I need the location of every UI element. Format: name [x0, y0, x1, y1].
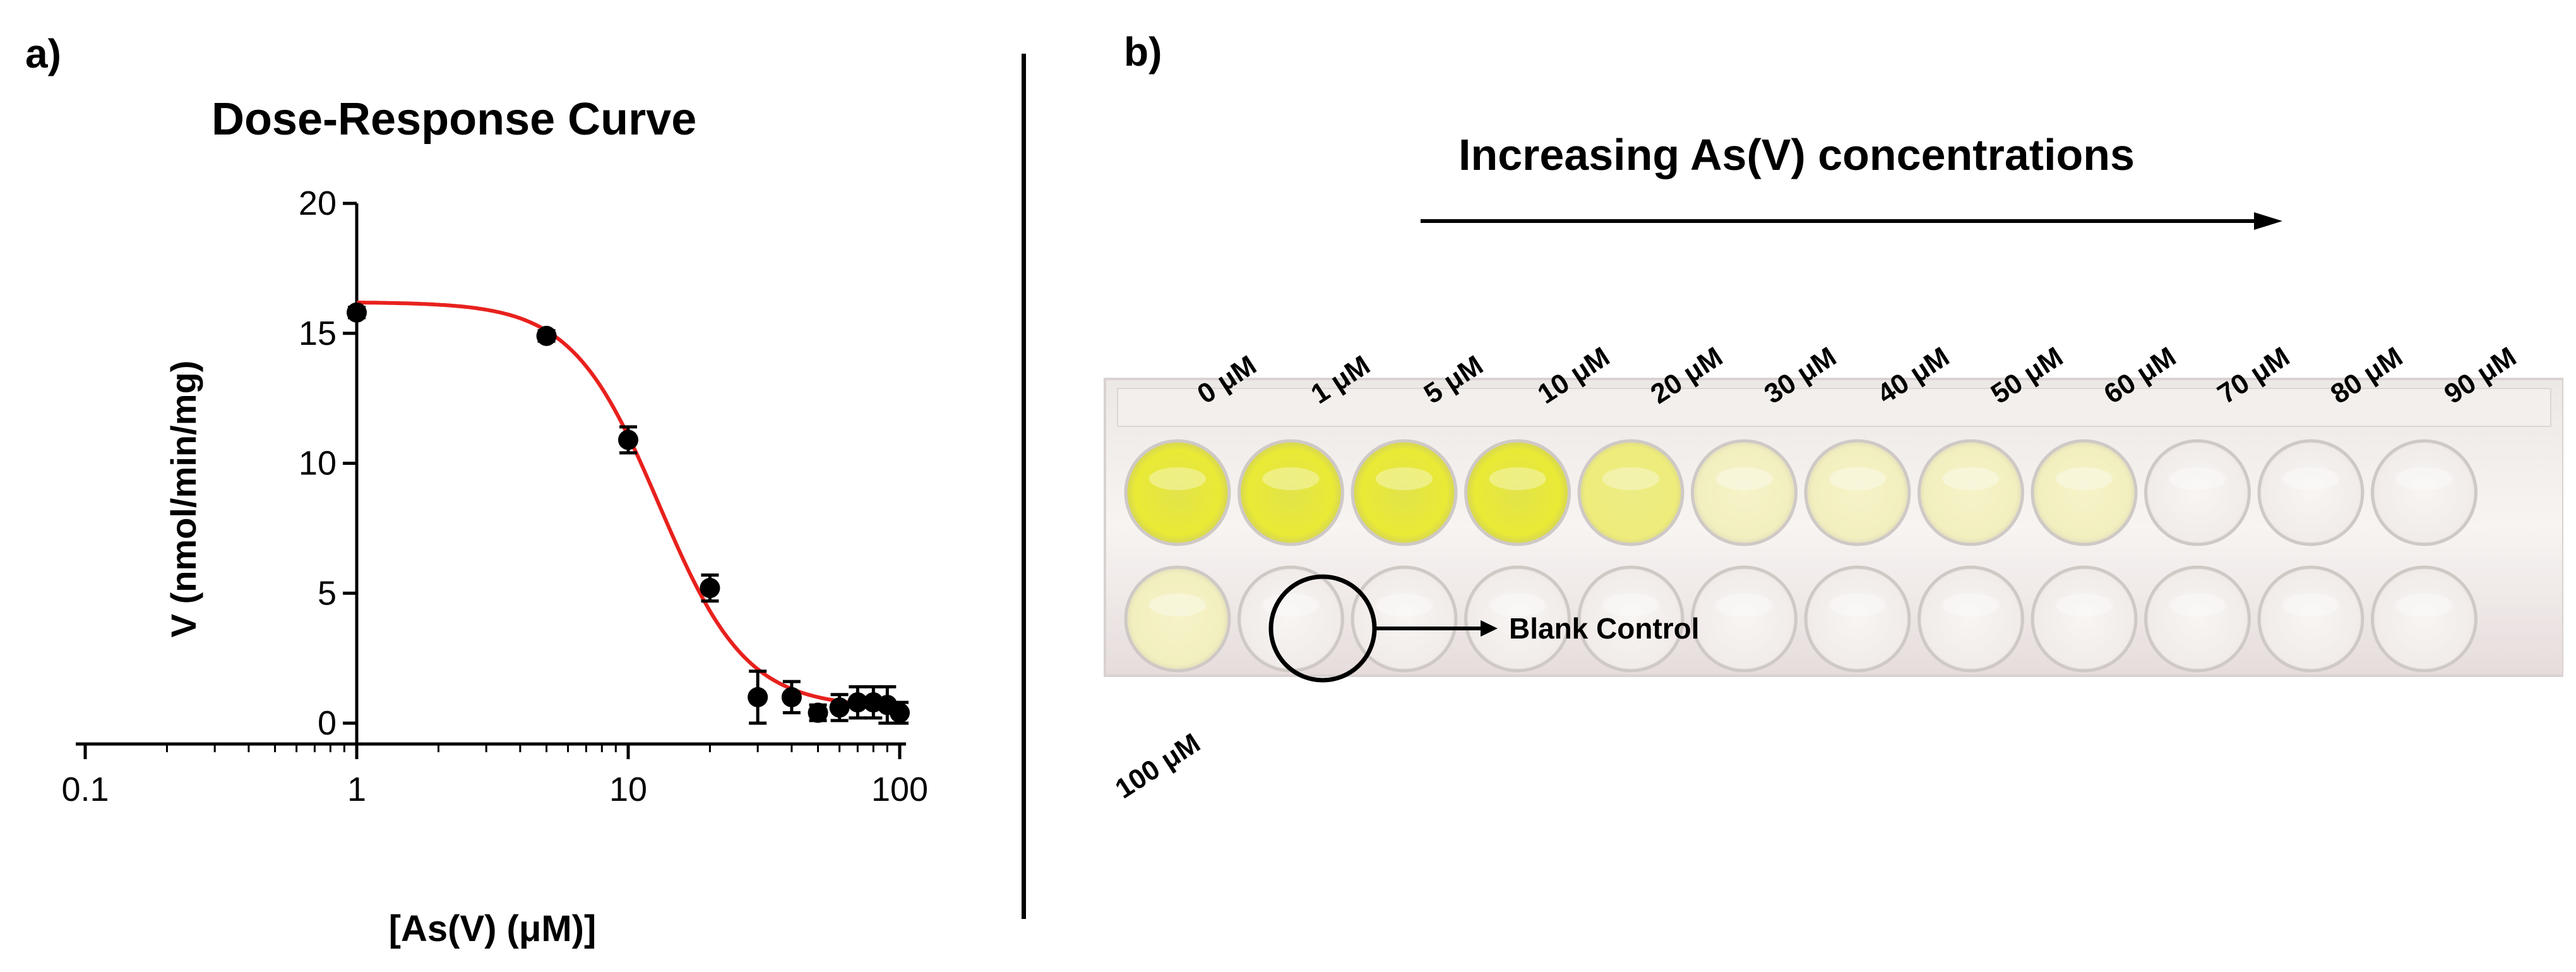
data-point	[781, 687, 802, 707]
well-top	[1464, 439, 1571, 546]
y-tick-label: 15	[299, 315, 337, 352]
panel-a-label: a)	[25, 31, 61, 76]
chart-axes	[76, 201, 906, 759]
well-top	[1691, 439, 1798, 546]
well-top	[2257, 439, 2364, 546]
well-top	[1124, 439, 1231, 546]
well-bottom	[1124, 565, 1231, 673]
fit-curve-layer	[357, 301, 900, 708]
data-point	[748, 687, 768, 707]
well-bottom	[1351, 565, 1458, 673]
plate-rim	[1117, 388, 2551, 427]
well-bottom	[2371, 565, 2478, 673]
data-point	[536, 325, 557, 346]
data-point	[618, 429, 638, 450]
concentration-heading: Increasing As(V) concentrations	[1458, 130, 2135, 179]
well-top	[1351, 439, 1458, 546]
fit-curve	[357, 301, 900, 708]
data-point	[347, 302, 367, 323]
well-bottom	[1691, 565, 1798, 673]
x-tick-label: 0.1	[61, 771, 109, 808]
y-axis-label: V (nmol/min/mg)	[164, 361, 203, 638]
data-point	[808, 702, 828, 723]
increasing-arrow	[1421, 212, 2282, 230]
dose-response-chart: 0 5 10 15 20 0.1 1 10 100 V (nmol/min/mg) [As(V)…	[61, 184, 928, 949]
panel-divider	[1022, 54, 1026, 919]
blank-control-arrow-head	[1481, 620, 1498, 637]
data-point	[700, 578, 720, 599]
x-tick-label: 10	[609, 771, 647, 808]
well-top	[1917, 439, 2024, 546]
tick-labels-layer: 0 5 10 15 20 0.1 1 10 100	[61, 184, 928, 808]
well-bottom	[1464, 565, 1571, 673]
blank-control-label: Blank Control	[1509, 612, 1700, 645]
chart-title: Dose-Response Curve	[212, 94, 697, 145]
well-bottom	[2257, 565, 2364, 673]
well-top	[2144, 439, 2251, 546]
well-bottom	[1917, 565, 2024, 673]
well-top	[1804, 439, 1911, 546]
well-bottom	[1237, 565, 1344, 673]
well-top	[1237, 439, 1344, 546]
well-top	[2030, 439, 2138, 546]
x-tick-label: 1	[347, 771, 366, 808]
well-bottom	[1804, 565, 1911, 673]
well-row-bottom	[1124, 565, 2478, 673]
data-point	[829, 697, 850, 718]
well-row-top	[1124, 439, 2478, 546]
x-tick-label: 100	[871, 771, 928, 808]
well-top	[1577, 439, 1685, 546]
data-point	[847, 692, 868, 713]
y-tick-label: 10	[299, 445, 337, 483]
x-axis-label: [As(V) (μM)]	[389, 908, 597, 949]
data-points-layer	[347, 302, 910, 725]
well-bottom	[1577, 565, 1685, 673]
well-label-100: 100 μM	[1109, 727, 1206, 805]
well-plate-photo	[1104, 378, 2563, 683]
panel-b-label: b)	[1124, 29, 1162, 75]
data-point	[890, 702, 910, 723]
y-tick-label: 0	[318, 704, 337, 742]
well-top	[2371, 439, 2478, 546]
well-bottom	[2030, 565, 2138, 673]
y-tick-label: 5	[318, 574, 337, 612]
well-bottom	[2144, 565, 2251, 673]
y-tick-label: 20	[299, 184, 337, 222]
